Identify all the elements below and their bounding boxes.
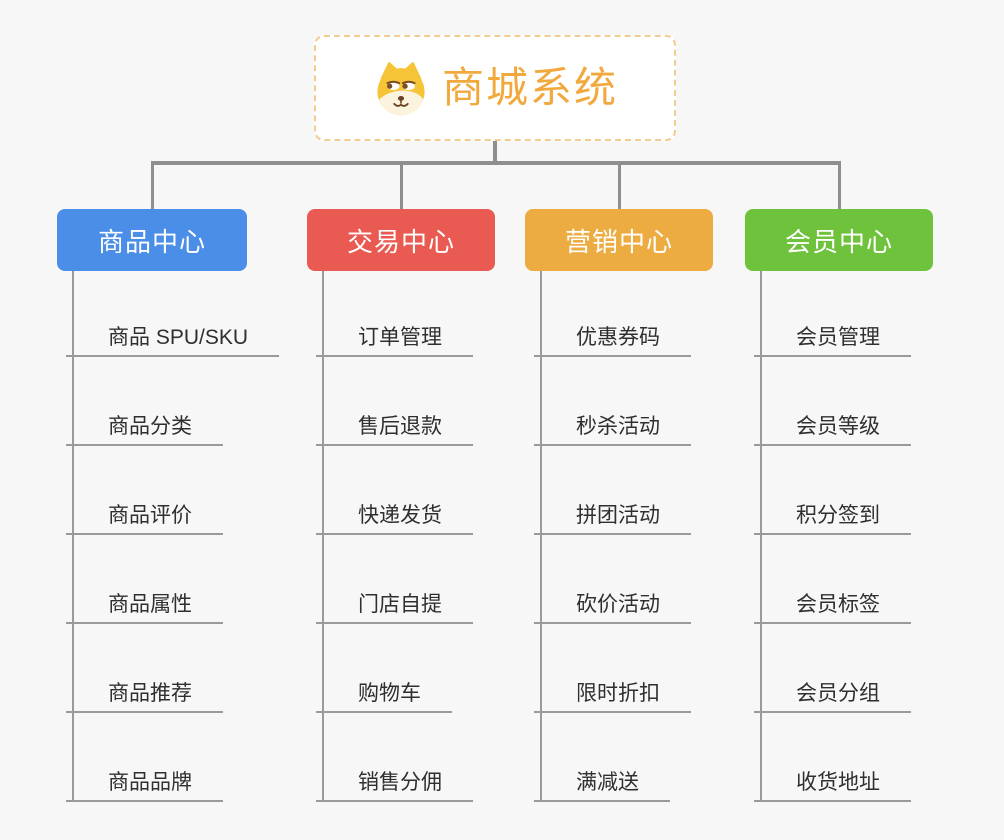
- leaf-item[interactable]: 商品品牌: [66, 764, 223, 802]
- leaf-label: 购物车: [358, 682, 421, 705]
- branch-trunk-line: [322, 271, 324, 802]
- leaf-label: 砍价活动: [576, 593, 660, 616]
- leaf-label: 订单管理: [358, 326, 442, 349]
- leaf-item[interactable]: 会员标签: [754, 586, 911, 624]
- connector-branch-drop: [399, 161, 403, 209]
- leaf-label: 会员等级: [796, 415, 880, 438]
- branch-label: 交易中心: [346, 226, 455, 257]
- connector-branch-drop: [617, 161, 621, 209]
- leaf-item[interactable]: 会员等级: [754, 408, 911, 446]
- leaf-item[interactable]: 商品评价: [66, 497, 223, 535]
- leaf-label: 优惠券码: [576, 326, 660, 349]
- leaf-label: 拼团活动: [576, 504, 660, 527]
- leaf-item[interactable]: 会员管理: [754, 319, 911, 357]
- leaf-item[interactable]: 购物车: [316, 675, 452, 713]
- leaf-label: 商品推荐: [108, 682, 192, 705]
- branch-label: 营销中心: [564, 226, 673, 257]
- leaf-item[interactable]: 收货地址: [754, 764, 911, 802]
- leaf-label: 秒杀活动: [576, 415, 660, 438]
- connector-bus-line: [152, 161, 839, 165]
- leaf-item[interactable]: 售后退款: [316, 408, 473, 446]
- leaf-item[interactable]: 满减送: [534, 764, 670, 802]
- leaf-label: 商品评价: [108, 504, 192, 527]
- connector-branch-drop: [150, 161, 154, 209]
- branch-label: 商品中心: [97, 226, 206, 257]
- leaf-item[interactable]: 限时折扣: [534, 675, 691, 713]
- leaf-label: 收货地址: [796, 771, 880, 794]
- connector-branch-drop: [837, 161, 841, 209]
- leaf-item[interactable]: 门店自提: [316, 586, 473, 624]
- leaf-item[interactable]: 商品分类: [66, 408, 223, 446]
- leaf-label: 售后退款: [358, 415, 442, 438]
- leaf-label: 积分签到: [796, 504, 880, 527]
- root-title: 商城系统: [441, 64, 618, 111]
- branch-node[interactable]: 营销中心: [525, 209, 713, 271]
- leaf-label: 门店自提: [358, 593, 442, 616]
- leaf-label: 限时折扣: [576, 682, 660, 705]
- branch-node[interactable]: 商品中心: [57, 209, 247, 271]
- leaf-item[interactable]: 会员分组: [754, 675, 911, 713]
- branch-trunk-line: [540, 271, 542, 802]
- branch-label: 会员中心: [784, 226, 893, 257]
- branch-node[interactable]: 会员中心: [745, 209, 933, 271]
- leaf-item[interactable]: 商品推荐: [66, 675, 223, 713]
- leaf-label: 商品品牌: [108, 771, 192, 794]
- branch-node[interactable]: 交易中心: [307, 209, 495, 271]
- branch-trunk-line: [72, 271, 74, 802]
- leaf-label: 快递发货: [358, 504, 442, 527]
- leaf-item[interactable]: 积分签到: [754, 497, 911, 535]
- leaf-label: 销售分佣: [358, 771, 442, 794]
- leaf-item[interactable]: 秒杀活动: [534, 408, 691, 446]
- leaf-label: 商品 SPU/SKU: [108, 326, 249, 349]
- leaf-label: 商品属性: [108, 593, 192, 616]
- branch-trunk-line: [760, 271, 762, 802]
- leaf-item[interactable]: 商品属性: [66, 586, 223, 624]
- leaf-item[interactable]: 快递发货: [316, 497, 473, 535]
- root-node[interactable]: 商城系统: [314, 35, 676, 141]
- leaf-item[interactable]: 销售分佣: [316, 764, 473, 802]
- leaf-item[interactable]: 商品 SPU/SKU: [66, 319, 280, 357]
- dog-icon: [377, 62, 425, 116]
- leaf-item[interactable]: 拼团活动: [534, 497, 691, 535]
- leaf-label: 满减送: [576, 771, 639, 794]
- leaf-item[interactable]: 优惠券码: [534, 319, 691, 357]
- leaf-label: 会员分组: [796, 682, 880, 705]
- leaf-item[interactable]: 订单管理: [316, 319, 473, 357]
- leaf-item[interactable]: 砍价活动: [534, 586, 691, 624]
- connector-root-stem: [493, 141, 497, 165]
- leaf-label: 会员标签: [796, 593, 880, 616]
- leaf-label: 商品分类: [108, 415, 192, 438]
- leaf-label: 会员管理: [796, 326, 880, 349]
